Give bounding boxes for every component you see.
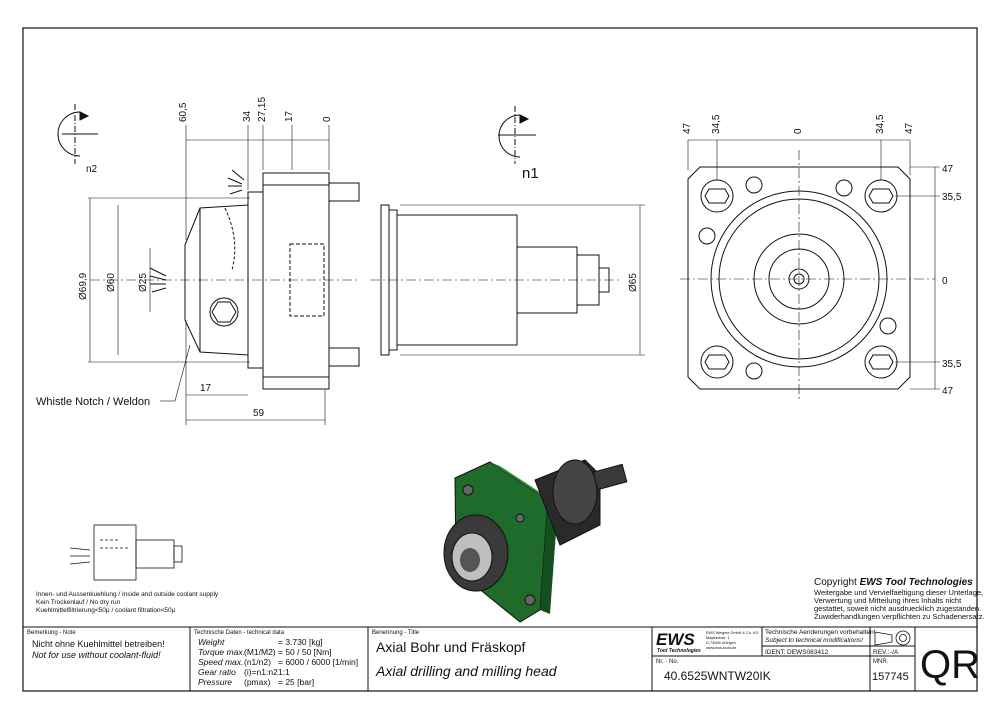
dim-right-side-1: 47 — [942, 164, 954, 175]
coolant-schematic-icon — [69, 524, 183, 581]
bolt-icon-tl — [700, 179, 734, 213]
tech-row-val-4: = 25 [bar] — [278, 677, 314, 687]
nr-label: Nr. - No. — [656, 659, 679, 665]
ident-label: IDENT: — [765, 649, 786, 656]
tech-row-sym-2: (n1/n2) — [244, 657, 271, 667]
product-3d-render — [443, 459, 628, 623]
rev-value: -/A — [890, 649, 899, 656]
tech-row-sym-3: (i)=n1:n2 — [244, 667, 278, 677]
company-line-2: D-73066 Uhingen — [706, 641, 736, 645]
copyright-title: Copyright EWS Tool Technologies — [814, 577, 973, 588]
dim-right-top-5: 47 — [904, 122, 915, 134]
side-view-middle — [370, 106, 645, 356]
svg-text:EWS: EWS — [656, 630, 695, 649]
sheet-border — [22, 27, 978, 692]
right-side-dims: 47 35,5 0 35,5 47 — [942, 164, 962, 397]
ews-logo: EWS Tool Technologies — [656, 630, 701, 654]
screw-icon — [209, 297, 239, 327]
dim-left-top-2: 34 — [242, 110, 253, 122]
copyright-line-1: Weitergabe und Vervielfaeltigung dieser … — [814, 588, 983, 597]
dim-left-top-4: 17 — [284, 110, 295, 122]
projection-symbol-icon — [874, 630, 911, 646]
title-label: Benennung - Title — [372, 630, 420, 636]
company-line-3: www.ews-tools.de — [706, 646, 736, 650]
dim-right-side-2: 35,5 — [942, 192, 962, 203]
tech-row-name-1: Torque max. — [198, 647, 245, 657]
bolt-icon-br — [864, 345, 898, 379]
right-top-dims: 47 34,5 0 34,5 47 — [682, 114, 915, 134]
qr-label: QR — [920, 643, 980, 687]
tech-row-val-1: = 50 / 50 [Nm] — [278, 647, 332, 657]
dim-right-top-4: 34,5 — [875, 114, 886, 134]
dim-left-top-1: 60,5 — [178, 102, 189, 122]
dim-right-top-3: 0 — [793, 128, 804, 134]
rotation-label-n1: n1 — [522, 165, 539, 182]
remark-en: Not for use without coolant-fluid! — [32, 650, 161, 660]
note-filtration: Kuehlmittelfiltrierung<50µ / coolant fil… — [36, 607, 176, 614]
remark-label: Bemerkung - Note — [27, 630, 76, 636]
side-view-left — [57, 104, 360, 425]
rotation-arrow-n2-icon — [57, 104, 98, 164]
dim-diameter-65: Ø65 — [628, 273, 639, 292]
tech-row-val-0: = 3.730 [kg] — [278, 637, 323, 647]
callout-whistle-notch: Whistle Notch / Weldon — [36, 396, 150, 408]
dim-17-left: 17 — [200, 383, 212, 394]
remark-de: Nicht ohne Kuehlmittel betreiben! — [32, 639, 165, 649]
tech-row-val-3: 1:1 — [278, 667, 290, 677]
mnr-value: 157745 — [872, 671, 909, 683]
rotation-label-n2: n2 — [86, 164, 98, 175]
tech-data-table: Weight = 3.730 [kg] Torque max. (M1/M2) … — [198, 637, 358, 687]
tech-data-label: Technische Daten - technical data — [194, 630, 285, 636]
tech-row-sym-4: (pmax) — [244, 677, 271, 687]
rev-label: REV.: — [873, 649, 890, 656]
company-line-0: EWS Weigele GmbH & Co. KG — [706, 631, 759, 635]
change-note-en: Subject to technical modifications! — [765, 637, 863, 644]
left-top-dims: 60,5 34 27,15 17 0 — [178, 97, 333, 122]
front-view-right — [680, 139, 940, 400]
copyright-line-3: gestattet, soweit nicht ausdruecklich zu… — [814, 604, 981, 613]
tech-row-val-2: = 6000 / 6000 [1/min] — [278, 657, 358, 667]
dim-diameter-69-9: Ø69,9 — [78, 272, 89, 300]
dim-diameter-60: Ø60 — [106, 273, 117, 292]
title-en: Axial drilling and milling head — [375, 663, 558, 679]
dim-right-side-4: 35,5 — [942, 359, 962, 370]
dim-right-top-2: 34,5 — [711, 114, 722, 134]
company-line-1: Maybachstr. 1 — [706, 636, 730, 640]
dim-right-side-3: 0 — [942, 276, 948, 287]
rotation-arrow-n1-icon — [498, 106, 536, 164]
tech-row-name-4: Pressure — [198, 677, 232, 687]
tech-row-name-2: Speed max. — [198, 657, 243, 667]
copyright-line-2: Verwertung und Mitteilung ihres Inhalts … — [814, 596, 962, 605]
tech-row-name-3: Gear ratio — [198, 667, 236, 677]
bolt-icon-bl — [700, 345, 734, 379]
ident-value: DEWS083412 — [787, 649, 829, 656]
svg-text:Tool Technologies: Tool Technologies — [657, 648, 701, 654]
tech-row-name-0: Weight — [198, 637, 225, 647]
change-note-de: Technische Aenderungen vorbehalten! — [765, 629, 876, 636]
nr-value: 40.6525WNTW20IK — [664, 669, 771, 683]
dim-right-top-1: 47 — [682, 122, 693, 134]
dim-left-top-5: 0 — [322, 116, 333, 122]
dim-diameter-25: Ø25 — [138, 273, 149, 292]
copyright-line-4: Zuwiderhandlungen verpflichten zu Schade… — [814, 612, 985, 621]
note-coolant-supply: Innen- und Aussenkuehlung / Inside and o… — [36, 591, 219, 598]
dim-left-top-3: 27,15 — [257, 97, 268, 122]
title-de: Axial Bohr und Fräskopf — [376, 639, 526, 655]
title-block — [23, 626, 977, 691]
tech-row-sym-1: (M1/M2) — [244, 647, 276, 657]
dim-59: 59 — [253, 408, 265, 419]
mnr-label: MNR. — [873, 659, 889, 665]
note-no-dry-run: Kein Trockenlauf / No dry run — [36, 599, 121, 606]
bolt-icon-tr — [864, 179, 898, 213]
dim-right-side-5: 47 — [942, 386, 954, 397]
